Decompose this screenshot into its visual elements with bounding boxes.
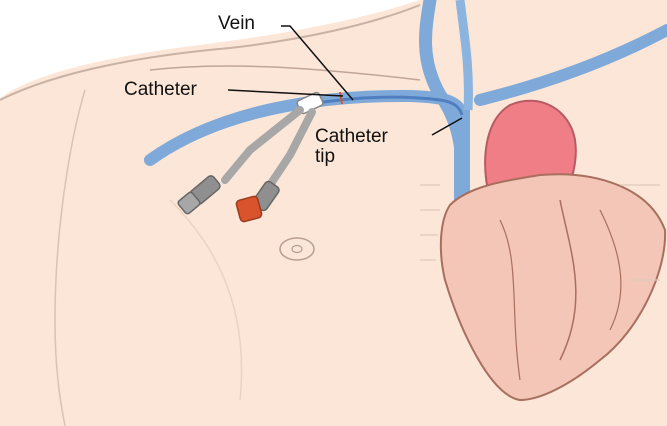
catheter-tip-label-line2: tip [315, 147, 388, 167]
vein-label: Vein [218, 14, 255, 34]
catheter-tip-label-line1: Catheter [315, 127, 388, 147]
catheter-tip-label: Catheter tip [315, 127, 388, 167]
catheter-label: Catheter [124, 80, 197, 100]
